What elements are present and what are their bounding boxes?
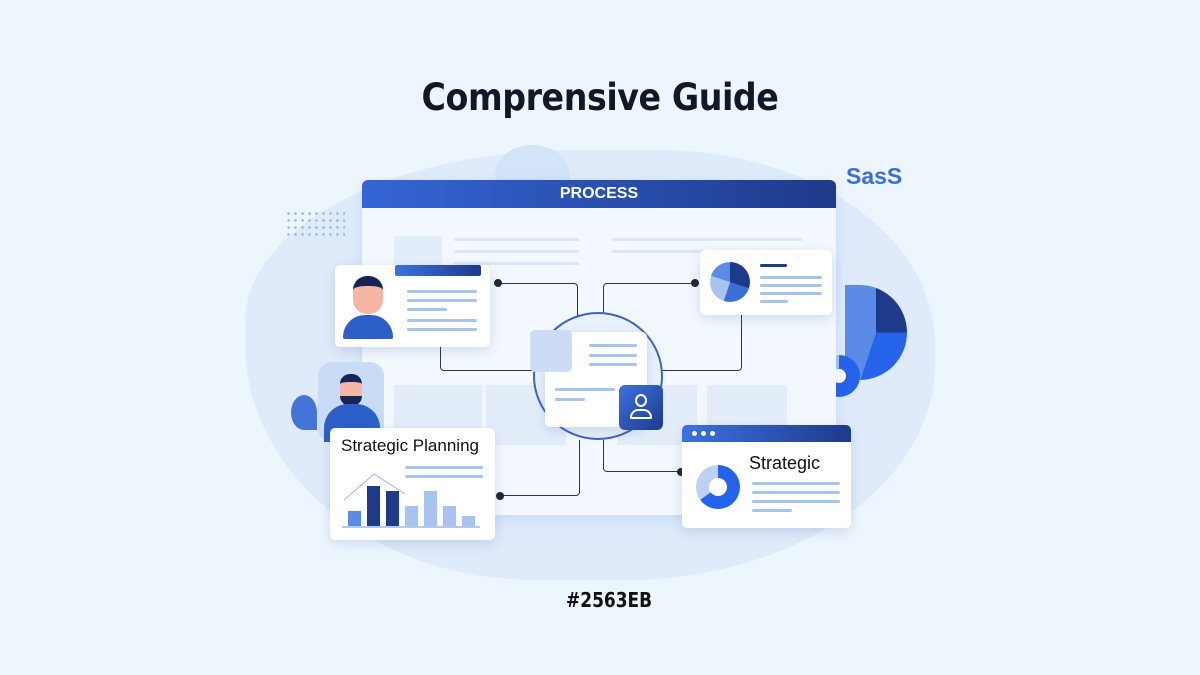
connector-line bbox=[603, 440, 683, 472]
profile-card[interactable] bbox=[335, 265, 490, 347]
pie-chart-card[interactable] bbox=[700, 250, 832, 315]
leaf-icon bbox=[291, 395, 317, 430]
connector-line bbox=[440, 345, 540, 371]
dots-decoration bbox=[285, 210, 345, 240]
connector-line bbox=[660, 315, 742, 371]
trend-line bbox=[343, 473, 406, 501]
bar-chart bbox=[342, 473, 480, 528]
bar bbox=[462, 516, 475, 526]
image-icon bbox=[530, 330, 572, 372]
bar bbox=[367, 486, 380, 526]
bar bbox=[424, 491, 437, 526]
user-icon[interactable] bbox=[619, 385, 663, 430]
bar bbox=[443, 506, 456, 526]
connector-line bbox=[603, 283, 695, 323]
window-header: PROCESS bbox=[362, 180, 836, 208]
card-titlebar bbox=[682, 425, 851, 442]
pie-chart-icon bbox=[710, 262, 750, 302]
connector-line bbox=[498, 283, 578, 323]
card-title: Strategic bbox=[749, 453, 821, 473]
bar bbox=[386, 491, 399, 526]
bar bbox=[348, 511, 361, 526]
card-title: Strategic Planning bbox=[341, 436, 479, 455]
strategic-card[interactable]: Strategic bbox=[682, 425, 851, 528]
color-code-label: #2563EB bbox=[566, 588, 653, 612]
bar bbox=[405, 506, 418, 526]
donut-chart-icon bbox=[696, 465, 740, 509]
brand-label: SasS bbox=[846, 163, 903, 189]
strategic-planning-card[interactable]: Strategic Planning bbox=[330, 428, 495, 540]
page-title: Comprensive Guide bbox=[421, 76, 779, 119]
connector-line bbox=[500, 440, 580, 496]
avatar bbox=[353, 276, 383, 314]
